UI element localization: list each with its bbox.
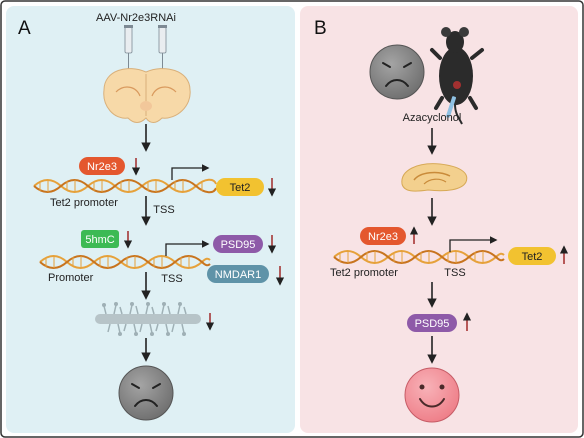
tet2-promoter-label-a: Tet2 promoter (50, 197, 118, 209)
tss-arrow-b (449, 236, 498, 252)
svg-text:Tet2: Tet2 (230, 182, 251, 194)
sad-face-icon (118, 365, 174, 421)
mouse-icon (430, 27, 484, 125)
svg-text:Tet2: Tet2 (522, 251, 543, 263)
psd95-pill-a: PSD95 (213, 235, 263, 253)
svg-text:PSD95: PSD95 (221, 239, 256, 251)
svg-text:5hmC: 5hmC (85, 234, 114, 246)
panel-b (300, 6, 578, 433)
tss-arrow-a-2 (165, 240, 210, 256)
promoter-label-a: Promoter (48, 272, 94, 284)
tss-label-a-1: TSS (153, 204, 174, 216)
azacyclonol-label: Azacyclonol (403, 112, 462, 124)
tet2-pill-b: Tet2 (508, 247, 556, 265)
fivehmc-tag: 5hmC (81, 230, 119, 248)
happy-face-icon (404, 367, 460, 423)
brain-section-icon (103, 68, 191, 123)
dna-helix-icon (33, 178, 217, 194)
panel-b-letter: B (314, 18, 327, 39)
neuron-dendrite-icon (95, 302, 201, 336)
nr2e3-pill: Nr2e3 (79, 157, 125, 175)
tet2-promoter-label-b: Tet2 promoter (330, 267, 398, 279)
svg-text:Nr2e3: Nr2e3 (368, 231, 398, 243)
psd95-pill-b: PSD95 (407, 314, 457, 332)
nr2e3-pill-b: Nr2e3 (360, 227, 406, 245)
svg-text:NMDAR1: NMDAR1 (215, 269, 261, 281)
injection-label: AAV-Nr2e3RNAi (96, 12, 176, 24)
hippocampus-icon (401, 163, 468, 192)
nmdar1-pill: NMDAR1 (207, 265, 269, 283)
panel-a-letter: A (18, 18, 31, 39)
tss-label-a-2: TSS (161, 273, 182, 285)
tet2-pill-a: Tet2 (216, 178, 264, 196)
sad-face-icon (369, 44, 425, 100)
svg-text:Nr2e3: Nr2e3 (87, 161, 117, 173)
tss-arrow-a-1 (171, 164, 210, 180)
tss-label-b: TSS (444, 267, 465, 279)
dna-helix-icon (333, 250, 505, 264)
syringe-icon (124, 25, 167, 80)
svg-text:PSD95: PSD95 (415, 318, 450, 330)
dna-helix-icon (39, 255, 211, 269)
